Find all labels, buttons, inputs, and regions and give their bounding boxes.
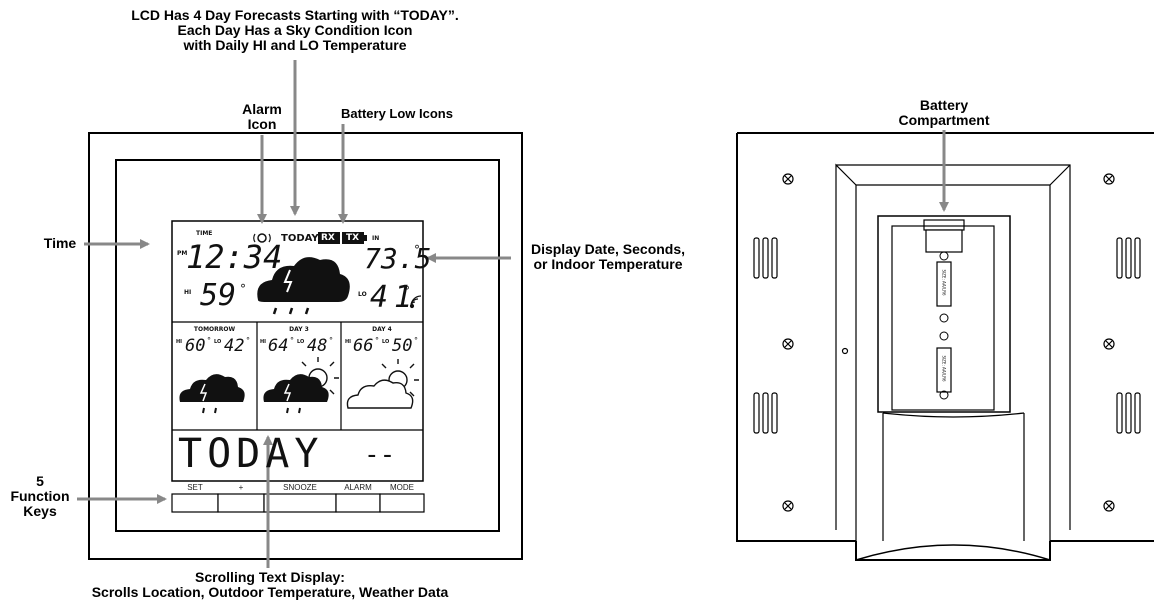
alarm-icon-callout: Alarm Icon bbox=[222, 102, 302, 132]
callout-line: Icon bbox=[247, 116, 277, 132]
today-storm-cloud-icon bbox=[257, 257, 350, 315]
callout-line: Scrolls Location, Outdoor Temperature, W… bbox=[91, 584, 449, 600]
forecast-hi-label: HI bbox=[176, 339, 183, 345]
scrolling-text-callout: Scrolling Text Display: Scrolls Location… bbox=[40, 570, 500, 600]
callout-line: or Indoor Temperature bbox=[533, 256, 683, 272]
today-hi-temp: 59 bbox=[200, 278, 237, 313]
today-lo-deg: ° bbox=[404, 284, 410, 298]
tomorrow-storm-cloud-icon bbox=[179, 374, 245, 414]
time-callout: Time bbox=[36, 236, 84, 251]
rx-label: RX bbox=[321, 233, 335, 243]
forecast-lo-label: LO bbox=[382, 339, 390, 345]
forecast-hi-day4: 66 bbox=[353, 336, 374, 356]
forecast-lo-label: LO bbox=[297, 339, 305, 345]
callout-line: Time bbox=[43, 235, 77, 251]
vent-slots bbox=[753, 237, 1141, 434]
lcd-screen bbox=[171, 220, 424, 482]
display-date-callout: Display Date, Seconds, or Indoor Tempera… bbox=[512, 242, 704, 272]
forecast-day-4: DAY 4 bbox=[372, 326, 392, 333]
alarm-key-label[interactable]: ALARM bbox=[344, 483, 372, 492]
today-lo-label: LO bbox=[358, 291, 367, 298]
today-label: TODAY bbox=[281, 233, 319, 244]
callout-line: Keys bbox=[23, 503, 57, 519]
forecast-deg: ° bbox=[375, 336, 379, 345]
forecast-day-3: DAY 3 bbox=[289, 326, 309, 333]
callout-line: 5 bbox=[36, 473, 44, 489]
pm-label: PM bbox=[177, 250, 188, 257]
forecast-deg: ° bbox=[290, 336, 294, 345]
time-display: 12:34 bbox=[186, 238, 283, 276]
alarm-icon bbox=[253, 233, 271, 243]
function-keys-callout: 5 Function Keys bbox=[4, 474, 76, 519]
callout-line: Each Day Has a Sky Condition Icon bbox=[177, 22, 413, 38]
forecast-hi-label: HI bbox=[345, 339, 352, 345]
mode-key bbox=[379, 493, 425, 513]
snooze-key-label[interactable]: SNOOZE bbox=[283, 483, 317, 492]
tx-label: TX bbox=[346, 233, 360, 243]
front-outer-frame bbox=[88, 132, 523, 560]
signal-icon bbox=[409, 295, 422, 309]
forecast-lo-tomorrow: 42 bbox=[224, 336, 245, 356]
day4-partly-cloudy-icon bbox=[346, 359, 419, 409]
set-key-label[interactable]: SET bbox=[187, 483, 203, 492]
forecast-hi-day3: 64 bbox=[268, 336, 289, 356]
battery-label-1: SIZE: AA/LR6 bbox=[941, 269, 947, 296]
forecast-day-tomorrow: TOMORROW bbox=[193, 326, 236, 333]
mode-key-label[interactable]: MODE bbox=[390, 483, 414, 492]
callout-line: Battery bbox=[919, 97, 969, 113]
forecast-hi-tomorrow: 60 bbox=[185, 336, 206, 356]
forecast-deg: ° bbox=[329, 336, 333, 345]
today-lo-temp: 41 bbox=[370, 280, 419, 315]
time-label: TIME bbox=[196, 230, 213, 237]
tx-battery-box bbox=[342, 232, 364, 244]
callout-line: Function bbox=[10, 488, 70, 504]
forecast-deg: ° bbox=[414, 336, 418, 345]
scrolling-text-display: TODAY bbox=[178, 431, 324, 477]
forecast-hi-label: HI bbox=[260, 339, 267, 345]
indoor-deg: ° bbox=[414, 243, 420, 257]
in-label: IN bbox=[372, 235, 380, 242]
battery-low-callout: Battery Low Icons bbox=[322, 106, 472, 121]
callout-line: LCD Has 4 Day Forecasts Starting with “T… bbox=[131, 7, 459, 23]
today-hi-deg: ° bbox=[240, 282, 246, 296]
back-housing bbox=[736, 132, 1154, 561]
callout-line: Battery Low Icons bbox=[341, 106, 453, 121]
forecast-lo-day4: 50 bbox=[392, 336, 413, 356]
scrolling-text-dash: -- bbox=[364, 440, 396, 470]
lcd-forecast-callout: LCD Has 4 Day Forecasts Starting with “T… bbox=[60, 8, 530, 53]
callout-line: Display Date, Seconds, bbox=[530, 241, 686, 257]
screw-icons bbox=[782, 173, 1115, 512]
forecast-deg: ° bbox=[207, 336, 211, 345]
callout-line: Scrolling Text Display: bbox=[195, 569, 345, 585]
forecast-lo-day3: 48 bbox=[307, 336, 328, 356]
rx-battery-box bbox=[318, 232, 340, 244]
plus-key-label[interactable]: + bbox=[238, 483, 244, 492]
callout-line: Compartment bbox=[898, 112, 990, 128]
front-inner-frame bbox=[115, 159, 500, 532]
callout-line: Alarm bbox=[242, 101, 282, 117]
battery-compartment-callout: Battery Compartment bbox=[894, 98, 994, 128]
day3-storm-sun-icon bbox=[263, 357, 339, 414]
indoor-temp-display: 73.5 bbox=[364, 242, 432, 275]
battery-label-2: SIZE: AA/LR6 bbox=[941, 355, 947, 382]
callout-line: with Daily HI and LO Temperature bbox=[183, 37, 407, 53]
forecast-lo-label: LO bbox=[214, 339, 222, 345]
today-hi-label: HI bbox=[184, 289, 192, 296]
battery-compartment bbox=[877, 215, 1011, 413]
forecast-deg: ° bbox=[246, 336, 250, 345]
